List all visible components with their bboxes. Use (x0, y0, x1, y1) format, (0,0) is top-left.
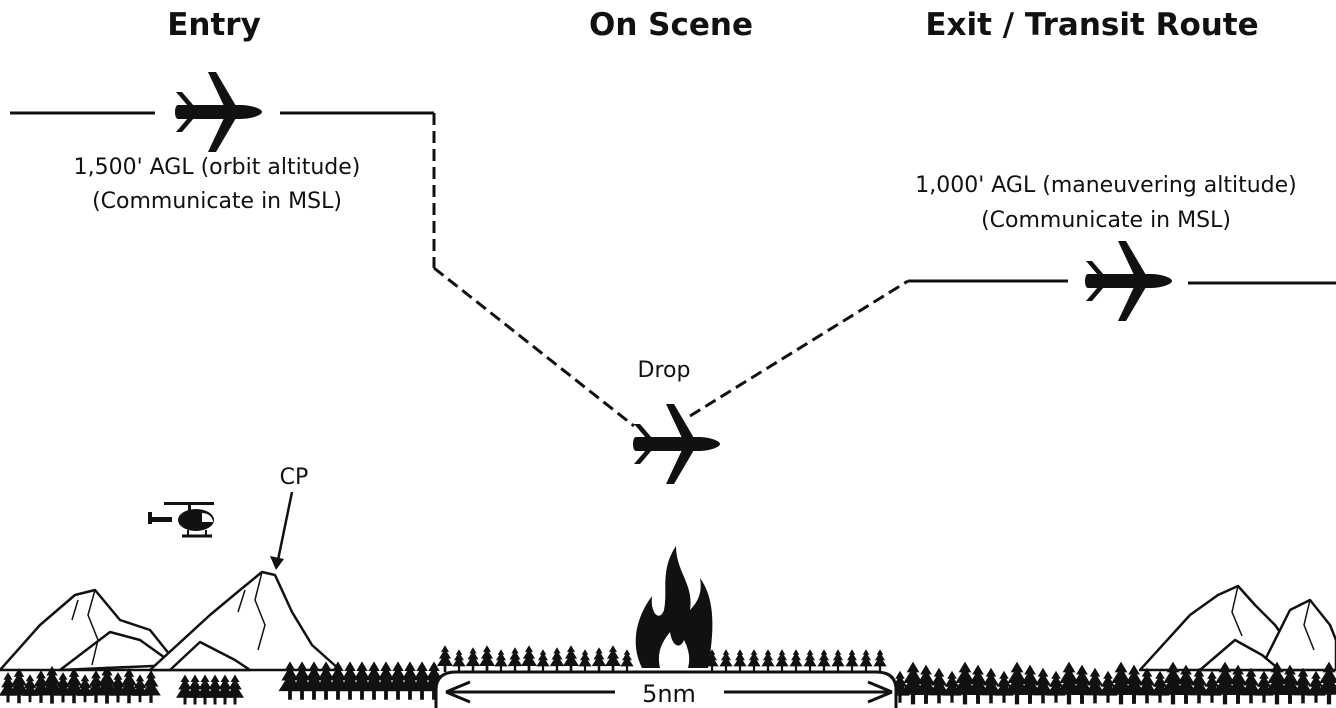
pine-tree-icon (478, 645, 496, 673)
pine-tree-icon (226, 674, 244, 705)
pine-tree-icon (747, 649, 761, 672)
helicopter-icon (148, 502, 214, 538)
airplane-icon (1085, 241, 1172, 321)
pine-tree-icon (733, 649, 747, 672)
drop-label: Drop (638, 358, 691, 383)
pine-tree-icon (789, 649, 803, 672)
pine-tree-icon (620, 649, 634, 672)
pine-tree-icon (817, 649, 831, 672)
pine-tree-icon (536, 649, 550, 672)
airplane-icon (633, 404, 720, 484)
pine-tree-icon (831, 649, 845, 672)
pine-tree-icon (719, 649, 733, 672)
pine-tree-icon (520, 645, 538, 673)
pine-tree-icon (507, 647, 523, 672)
pine-tree-icon (452, 649, 466, 672)
distance-bracket (434, 670, 898, 708)
entry-altitude-line2: (Communicate in MSL) (92, 189, 342, 214)
pine-tree-icon (803, 649, 817, 672)
pine-tree-icon (775, 649, 789, 672)
pine-tree-icon (604, 645, 622, 673)
pine-tree-icon (591, 647, 607, 672)
airplane-icon (175, 72, 262, 152)
arrow-icon (445, 680, 471, 704)
pine-tree-icon (465, 647, 481, 672)
pine-tree-icon (578, 649, 592, 672)
header-on-scene: On Scene (589, 7, 753, 43)
distance-label: 5nm (642, 680, 696, 708)
pine-tree-icon (845, 649, 859, 672)
exit-altitude-line2: (Communicate in MSL) (981, 208, 1231, 233)
pine-tree-icon (761, 649, 775, 672)
cp-label: CP (280, 465, 309, 490)
descent-path (432, 113, 635, 428)
pine-tree-icon (436, 645, 454, 673)
header-exit-transit-route: Exit / Transit Route (925, 7, 1258, 43)
exit-altitude-line1: 1,000' AGL (maneuvering altitude) (915, 173, 1297, 198)
entry-altitude-line1: 1,500' AGL (orbit altitude) (74, 155, 361, 180)
fire-icon (635, 546, 713, 668)
mountain-icon (1138, 584, 1336, 672)
cp-arrow (270, 491, 294, 570)
exit-flight-path (908, 279, 1336, 285)
pine-tree-icon (562, 645, 580, 673)
mountain-shading (1231, 585, 1315, 651)
header-entry: Entry (167, 7, 261, 43)
pine-tree-icon (873, 649, 887, 672)
arrow-icon (867, 680, 893, 704)
pine-tree-icon (494, 649, 508, 672)
mountain-icon (0, 570, 342, 672)
pine-tree-icon (549, 647, 565, 672)
mountain-shading (71, 571, 266, 666)
climb-path (689, 279, 909, 418)
pine-tree-icon (859, 649, 873, 672)
